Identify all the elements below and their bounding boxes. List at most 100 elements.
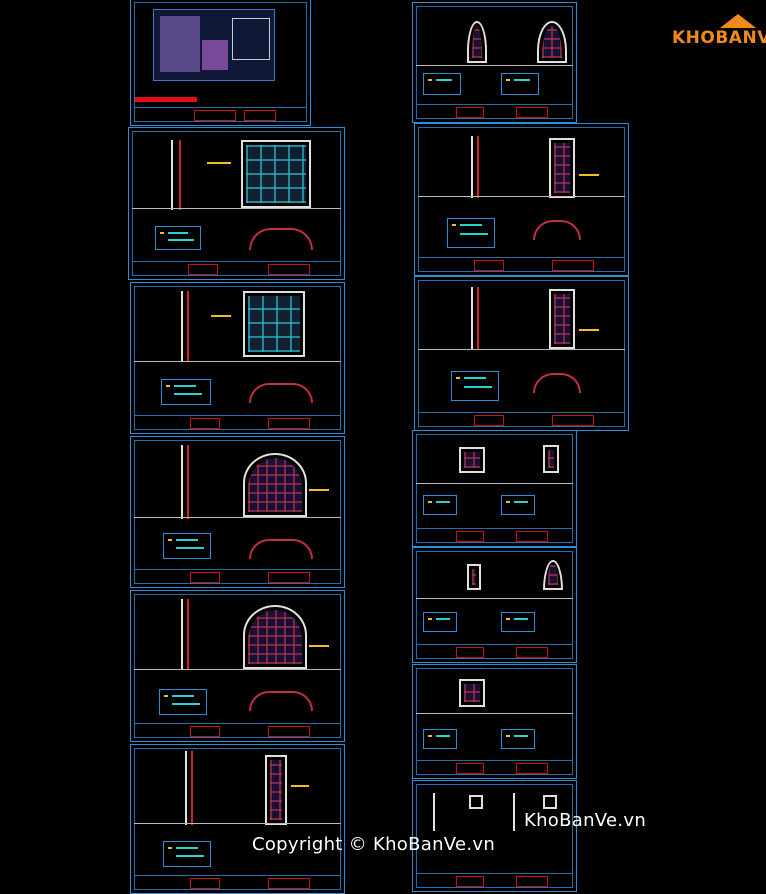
drawing-sheet-door-7[interactable] (414, 276, 629, 431)
sheet-frame (416, 784, 573, 888)
door-elevation-double (243, 291, 305, 357)
title-block (416, 760, 573, 775)
ground-line (418, 196, 625, 197)
ground-line (134, 823, 341, 824)
sheet-frame (416, 434, 573, 543)
door-elevation-single (549, 138, 575, 198)
legend-table (423, 612, 457, 632)
window-elevation (459, 447, 485, 473)
annotation-leader (309, 489, 329, 491)
title-block (134, 723, 341, 738)
door-swing-plan (249, 228, 313, 250)
title-block (416, 104, 573, 119)
annotation-leader (579, 329, 599, 331)
drawing-sheet-window-3[interactable] (412, 547, 577, 663)
section-line (191, 751, 193, 825)
drawing-sheet-door-5[interactable] (130, 744, 345, 894)
title-block (416, 644, 573, 659)
khobanve-logo[interactable]: KHOBANVE (672, 14, 766, 54)
door-swing-plan (249, 383, 313, 403)
legend-table (163, 533, 211, 559)
drawing-sheet-door-3[interactable] (130, 436, 345, 588)
title-block (134, 107, 307, 122)
annotation-leader (579, 174, 599, 176)
drawing-sheet-door-2[interactable] (130, 282, 345, 434)
legend-table (161, 379, 211, 405)
section-line (185, 751, 187, 825)
sheet-frame (134, 440, 341, 584)
legend-table (423, 495, 457, 515)
section-line (181, 599, 183, 669)
drawing-sheet-window-4[interactable] (412, 664, 577, 779)
legend-table (501, 495, 535, 515)
drawing-sheet-door-4[interactable] (130, 590, 345, 742)
title-block (134, 415, 341, 430)
scale-bar (135, 97, 197, 102)
legend-table (451, 371, 499, 401)
section-line (171, 140, 173, 210)
sheet-frame (416, 668, 573, 775)
window-elevation (543, 445, 559, 473)
sheet-frame (134, 286, 341, 430)
section-line (187, 291, 189, 361)
ground-line (134, 669, 341, 670)
sheet-frame (134, 594, 341, 738)
legend-table (163, 841, 211, 867)
door-swing-plan (249, 691, 313, 711)
ground-line (416, 65, 573, 66)
section-line (181, 291, 183, 361)
door-elevation-single (549, 289, 575, 349)
title-block (134, 569, 341, 584)
ground-line (134, 517, 341, 518)
title-block (418, 257, 625, 272)
detail-box (543, 795, 557, 809)
section-line (471, 287, 473, 349)
site-plan-drawing (153, 9, 275, 81)
legend-table (155, 226, 201, 250)
watermark-center: Copyright © KhoBanVe.vn (252, 834, 496, 855)
section-line (471, 136, 473, 198)
house-roof-icon (720, 14, 756, 28)
window-elevation-arched (467, 21, 487, 63)
annotation-leader (207, 162, 231, 164)
door-elevation-arched (243, 453, 307, 517)
title-block (418, 412, 625, 427)
section-line (433, 793, 435, 831)
ground-line (132, 208, 341, 209)
drawing-sheet-window-5[interactable] (412, 780, 577, 892)
sheet-frame (418, 280, 625, 427)
ground-line (416, 598, 573, 599)
legend-table (159, 689, 207, 715)
door-elevation-arched (243, 605, 307, 669)
legend-table (501, 73, 539, 95)
drawing-sheet-door-6[interactable] (414, 123, 629, 276)
annotation-leader (309, 645, 329, 647)
drawing-sheet-door-1[interactable] (128, 127, 345, 280)
legend-table (423, 729, 457, 749)
sheet-frame (132, 131, 341, 276)
drawing-sheet-window-2[interactable] (412, 430, 577, 547)
door-elevation-double (241, 140, 311, 208)
door-elevation-single (265, 755, 287, 825)
legend-table (423, 73, 461, 95)
sheet-frame (134, 748, 341, 890)
drawing-sheet-window-1[interactable] (412, 2, 577, 123)
legend-table (501, 612, 535, 632)
sheet-frame (416, 6, 573, 119)
window-elevation-arched (537, 21, 567, 63)
section-line (513, 793, 515, 831)
annotation-leader (291, 785, 309, 787)
window-elevation (467, 564, 481, 590)
legend-table (447, 218, 495, 248)
annotation-leader (211, 315, 231, 317)
ground-line (418, 349, 625, 350)
section-line (187, 599, 189, 669)
sheet-frame (418, 127, 625, 272)
section-line (477, 287, 479, 349)
drawing-sheet-site-plan[interactable] (130, 0, 311, 126)
watermark-right: KhoBanVe.vn (524, 810, 647, 831)
section-line (477, 136, 479, 198)
title-block (416, 873, 573, 888)
section-line (187, 445, 189, 519)
ground-line (416, 483, 573, 484)
